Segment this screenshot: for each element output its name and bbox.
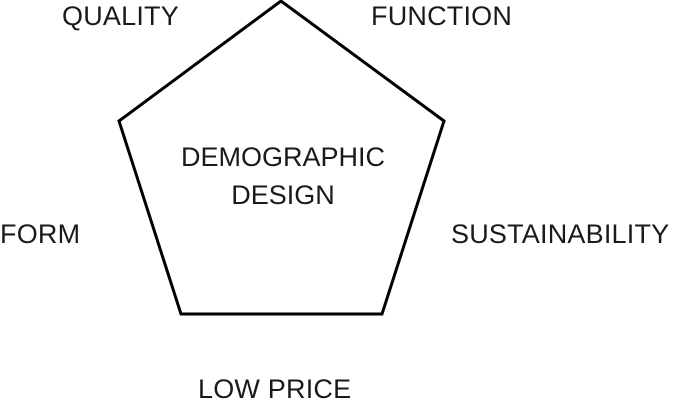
center-title-line-2: DESIGN	[231, 180, 335, 210]
label-form: FORM	[0, 219, 81, 249]
center-title-line-1: DEMOGRAPHIC	[180, 142, 386, 172]
pentagon-shape	[117, 0, 446, 316]
center-title: DEMOGRAPHIC DESIGN	[150, 138, 416, 214]
label-low-price: LOW PRICE	[198, 374, 352, 404]
label-sustainability: SUSTAINABILITY	[451, 219, 670, 249]
label-quality: QUALITY	[62, 1, 179, 31]
label-function: FUNCTION	[371, 1, 513, 31]
